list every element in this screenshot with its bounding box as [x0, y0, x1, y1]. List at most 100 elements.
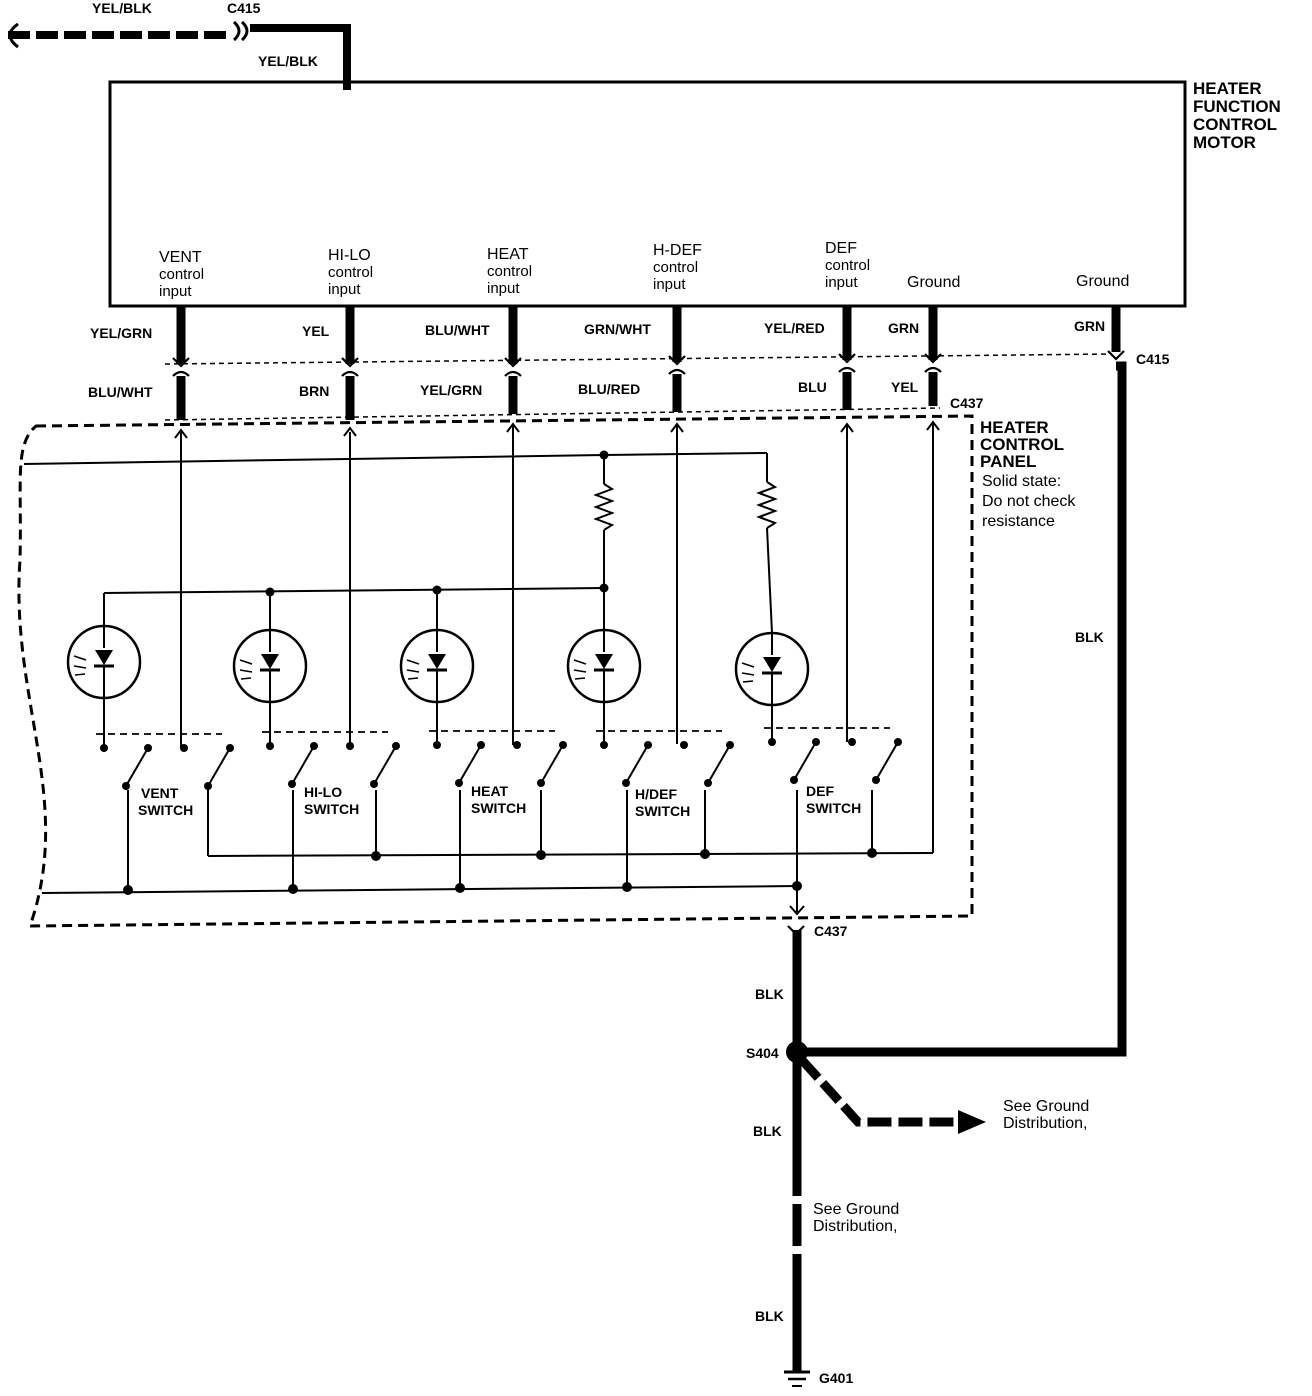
right-ground-wire	[800, 306, 1127, 1057]
hi-lo-indicator-led-icon	[232, 628, 308, 704]
wire-label-ground1-top: GRN	[888, 320, 919, 336]
svg-text:input: input	[825, 274, 858, 291]
connector-label-c437-bottom: C437	[814, 923, 848, 939]
wire-label-ground2: GRN	[1074, 318, 1105, 334]
heater-function-control-motor-box	[108, 80, 1187, 308]
panel-arrows	[174, 420, 940, 916]
svg-text:HEAT: HEAT	[487, 246, 529, 263]
wire-label-hi-lo-bottom: BRN	[299, 383, 329, 399]
svg-text:DEF: DEF	[825, 240, 857, 257]
splice-label-s404: S404	[746, 1045, 779, 1061]
ground-point-label-g401: G401	[819, 1370, 853, 1386]
wire-label-yel-blk-left: YEL/BLK	[92, 0, 152, 16]
wire-label-h-def-bottom: BLU/RED	[578, 381, 640, 397]
panel-title-line-2: CONTROL	[980, 435, 1064, 454]
svg-text:input: input	[328, 281, 361, 298]
vent-switch-icon	[95, 733, 235, 791]
svg-text:SWITCH: SWITCH	[304, 801, 359, 817]
panel-title-line-1: HEATER	[980, 418, 1049, 437]
wire-label-heat-top: BLU/WHT	[425, 322, 490, 338]
wire-label-blk-lower: BLK	[755, 1308, 784, 1324]
svg-text:H-DEF: H-DEF	[653, 242, 702, 259]
branch-to-ground-distribution	[798, 1056, 986, 1134]
splice-s404-dot	[786, 1041, 808, 1063]
wire-label-ground1-bottom: YEL	[891, 379, 919, 395]
panel-note-line-3: resistance	[982, 513, 1055, 530]
svg-text:input: input	[487, 280, 520, 297]
svg-text:DEF: DEF	[806, 783, 834, 799]
def-switch-icon	[763, 727, 903, 785]
svg-text:H/DEF: H/DEF	[635, 786, 677, 802]
vent-switch-label: VENT SWITCH	[138, 785, 193, 818]
panel-note-line-2: Do not check	[982, 493, 1076, 510]
input-label-heat: HEAT control input	[487, 246, 532, 297]
svg-text:control: control	[328, 264, 373, 281]
panel-internal-wiring	[23, 423, 934, 912]
wire-label-heat-bottom: YEL/GRN	[420, 382, 482, 398]
connector-label-c437-top: C437	[950, 395, 984, 411]
h-def-indicator-led-icon	[566, 628, 642, 704]
heat-indicator-led-icon	[399, 628, 475, 704]
wire-label-yel-blk-drop: YEL/BLK	[258, 53, 318, 69]
see-ground-distribution-center: See Ground Distribution,	[813, 1201, 899, 1235]
input-label-hi-lo: HI-LO control input	[328, 247, 373, 298]
input-label-def: DEF control input	[825, 240, 870, 291]
wire-label-vent-bottom: BLU/WHT	[88, 384, 153, 400]
svg-text:input: input	[653, 276, 686, 293]
connector-label-c415: C415	[1136, 351, 1170, 367]
heater-control-panel-outline	[17, 414, 974, 928]
svg-text:See Ground: See Ground	[813, 1201, 899, 1218]
panel-title-line-3: PANEL	[980, 452, 1036, 471]
wire-label-hi-lo-top: YEL	[302, 323, 330, 339]
motor-title-line-1: HEATER	[1193, 79, 1262, 98]
input-label-vent: VENT control input	[159, 249, 204, 300]
svg-text:HI-LO: HI-LO	[304, 784, 342, 800]
svg-text:SWITCH: SWITCH	[806, 800, 861, 816]
svg-text:input: input	[159, 283, 192, 300]
ground-label-1: Ground	[907, 274, 960, 291]
svg-text:Distribution,: Distribution,	[1003, 1115, 1087, 1132]
svg-text:Distribution,: Distribution,	[813, 1218, 897, 1235]
svg-text:SWITCH: SWITCH	[471, 800, 526, 816]
svg-text:VENT: VENT	[159, 249, 202, 266]
wire-label-blk-middle: BLK	[753, 1123, 782, 1139]
svg-text:control: control	[653, 259, 698, 276]
svg-text:SWITCH: SWITCH	[138, 802, 193, 818]
h-def-switch-icon	[595, 730, 735, 788]
def-indicator-led-icon	[734, 631, 810, 707]
wire-label-blk-right: BLK	[1075, 629, 1104, 645]
svg-text:SWITCH: SWITCH	[635, 803, 690, 819]
svg-text:control: control	[487, 263, 532, 280]
svg-text:VENT: VENT	[141, 785, 179, 801]
ground-label-2: Ground	[1076, 273, 1129, 290]
input-label-h-def: H-DEF control input	[653, 242, 702, 293]
wire-label-h-def-top: GRN/WHT	[584, 321, 651, 337]
junction-dots	[123, 450, 877, 895]
wire-label-vent-top: YEL/GRN	[90, 325, 152, 341]
heat-switch-icon	[428, 730, 568, 788]
connector-divider-lines	[164, 353, 1113, 421]
motor-title-line-4: MOTOR	[1193, 133, 1256, 152]
svg-text:HI-LO: HI-LO	[328, 247, 371, 264]
svg-text:control: control	[825, 257, 870, 274]
wire-label-def-top: YEL/RED	[764, 320, 825, 336]
vent-indicator-led-icon	[66, 624, 142, 700]
h-def-switch-label: H/DEF SWITCH	[635, 786, 690, 819]
connector-c415-top	[232, 20, 249, 42]
svg-text:control: control	[159, 266, 204, 283]
motor-title-line-3: CONTROL	[1193, 115, 1277, 134]
hi-lo-switch-icon	[261, 731, 401, 789]
panel-note-line-1: Solid state:	[982, 473, 1061, 490]
svg-text:See Ground: See Ground	[1003, 1098, 1089, 1115]
wire-label-def-bottom: BLU	[798, 379, 827, 395]
motor-title-line-2: FUNCTION	[1193, 97, 1281, 116]
hi-lo-switch-label: HI-LO SWITCH	[304, 784, 359, 817]
ground-symbol-icon	[784, 1370, 810, 1387]
see-ground-distribution-right: See Ground Distribution,	[1003, 1098, 1089, 1132]
wire-label-blk-upper: BLK	[755, 986, 784, 1002]
def-switch-label: DEF SWITCH	[806, 783, 861, 816]
yel-blk-feed-wire	[8, 22, 351, 90]
connector-label-c415-top: C415	[227, 0, 261, 16]
input-wires	[176, 306, 938, 420]
svg-text:HEAT: HEAT	[471, 783, 509, 799]
